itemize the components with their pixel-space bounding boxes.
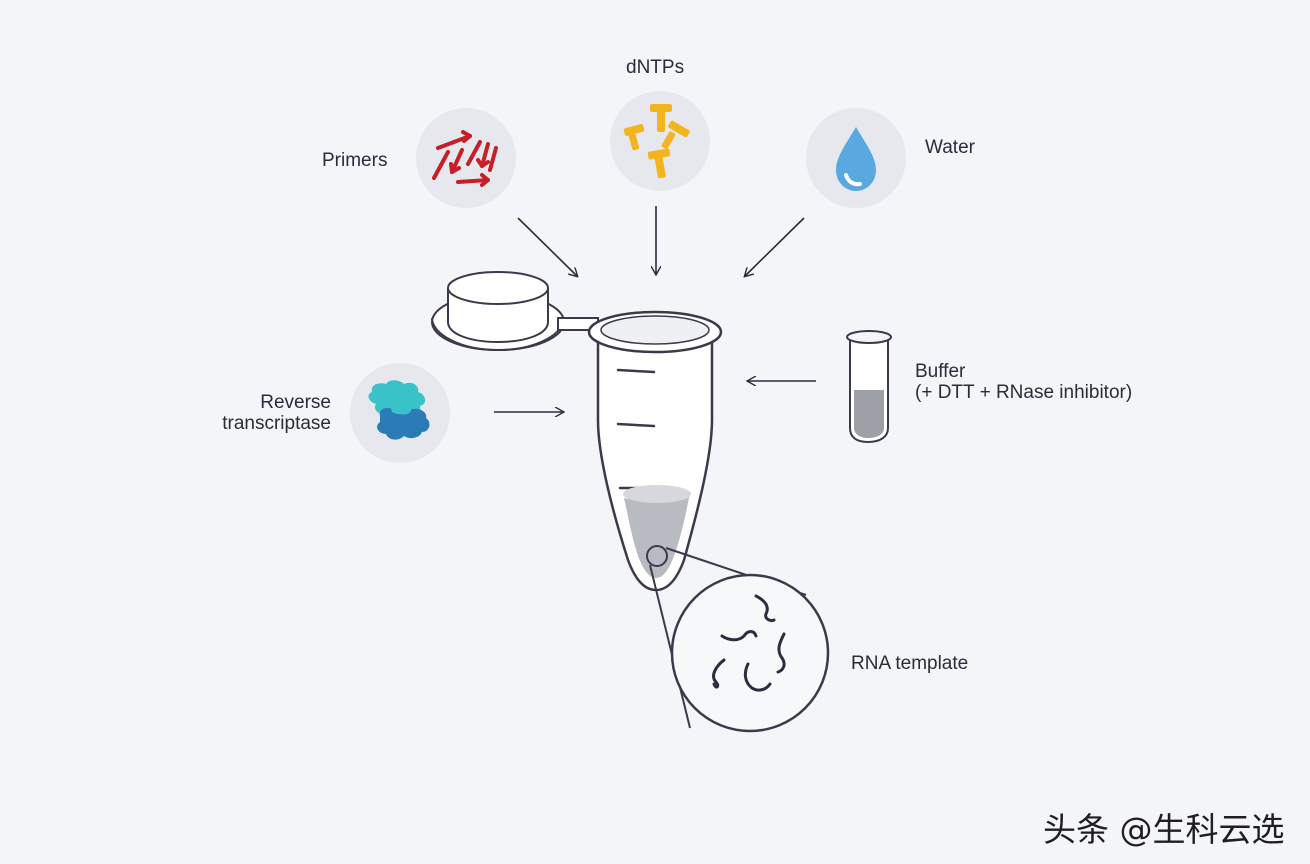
primers-icon [416,108,516,208]
watermark: 头条 @生科云选 [1043,810,1285,849]
label-primers: Primers [322,150,388,171]
dntps-icon [610,91,710,191]
label-dntps: dNTPs [626,57,685,78]
label-reverse-transcriptase-line2: transcriptase [222,413,331,434]
microcentrifuge-tube [431,271,807,729]
water-drop-icon [806,108,906,208]
reverse-transcriptase-icon [350,363,450,463]
arrow-primers [517,217,577,276]
label-buffer-line2: (+ DTT + RNase inhibitor) [915,382,1133,403]
label-water: Water [925,137,975,158]
label-reverse-transcriptase-line1: Reverse [260,392,331,413]
label-rna-template: RNA template [851,653,969,674]
flow-arrows [494,206,816,412]
rna-strands-icon [670,573,830,733]
label-buffer-line1: Buffer [915,361,966,382]
buffer-tube-icon [846,330,892,444]
arrow-water [745,217,805,276]
